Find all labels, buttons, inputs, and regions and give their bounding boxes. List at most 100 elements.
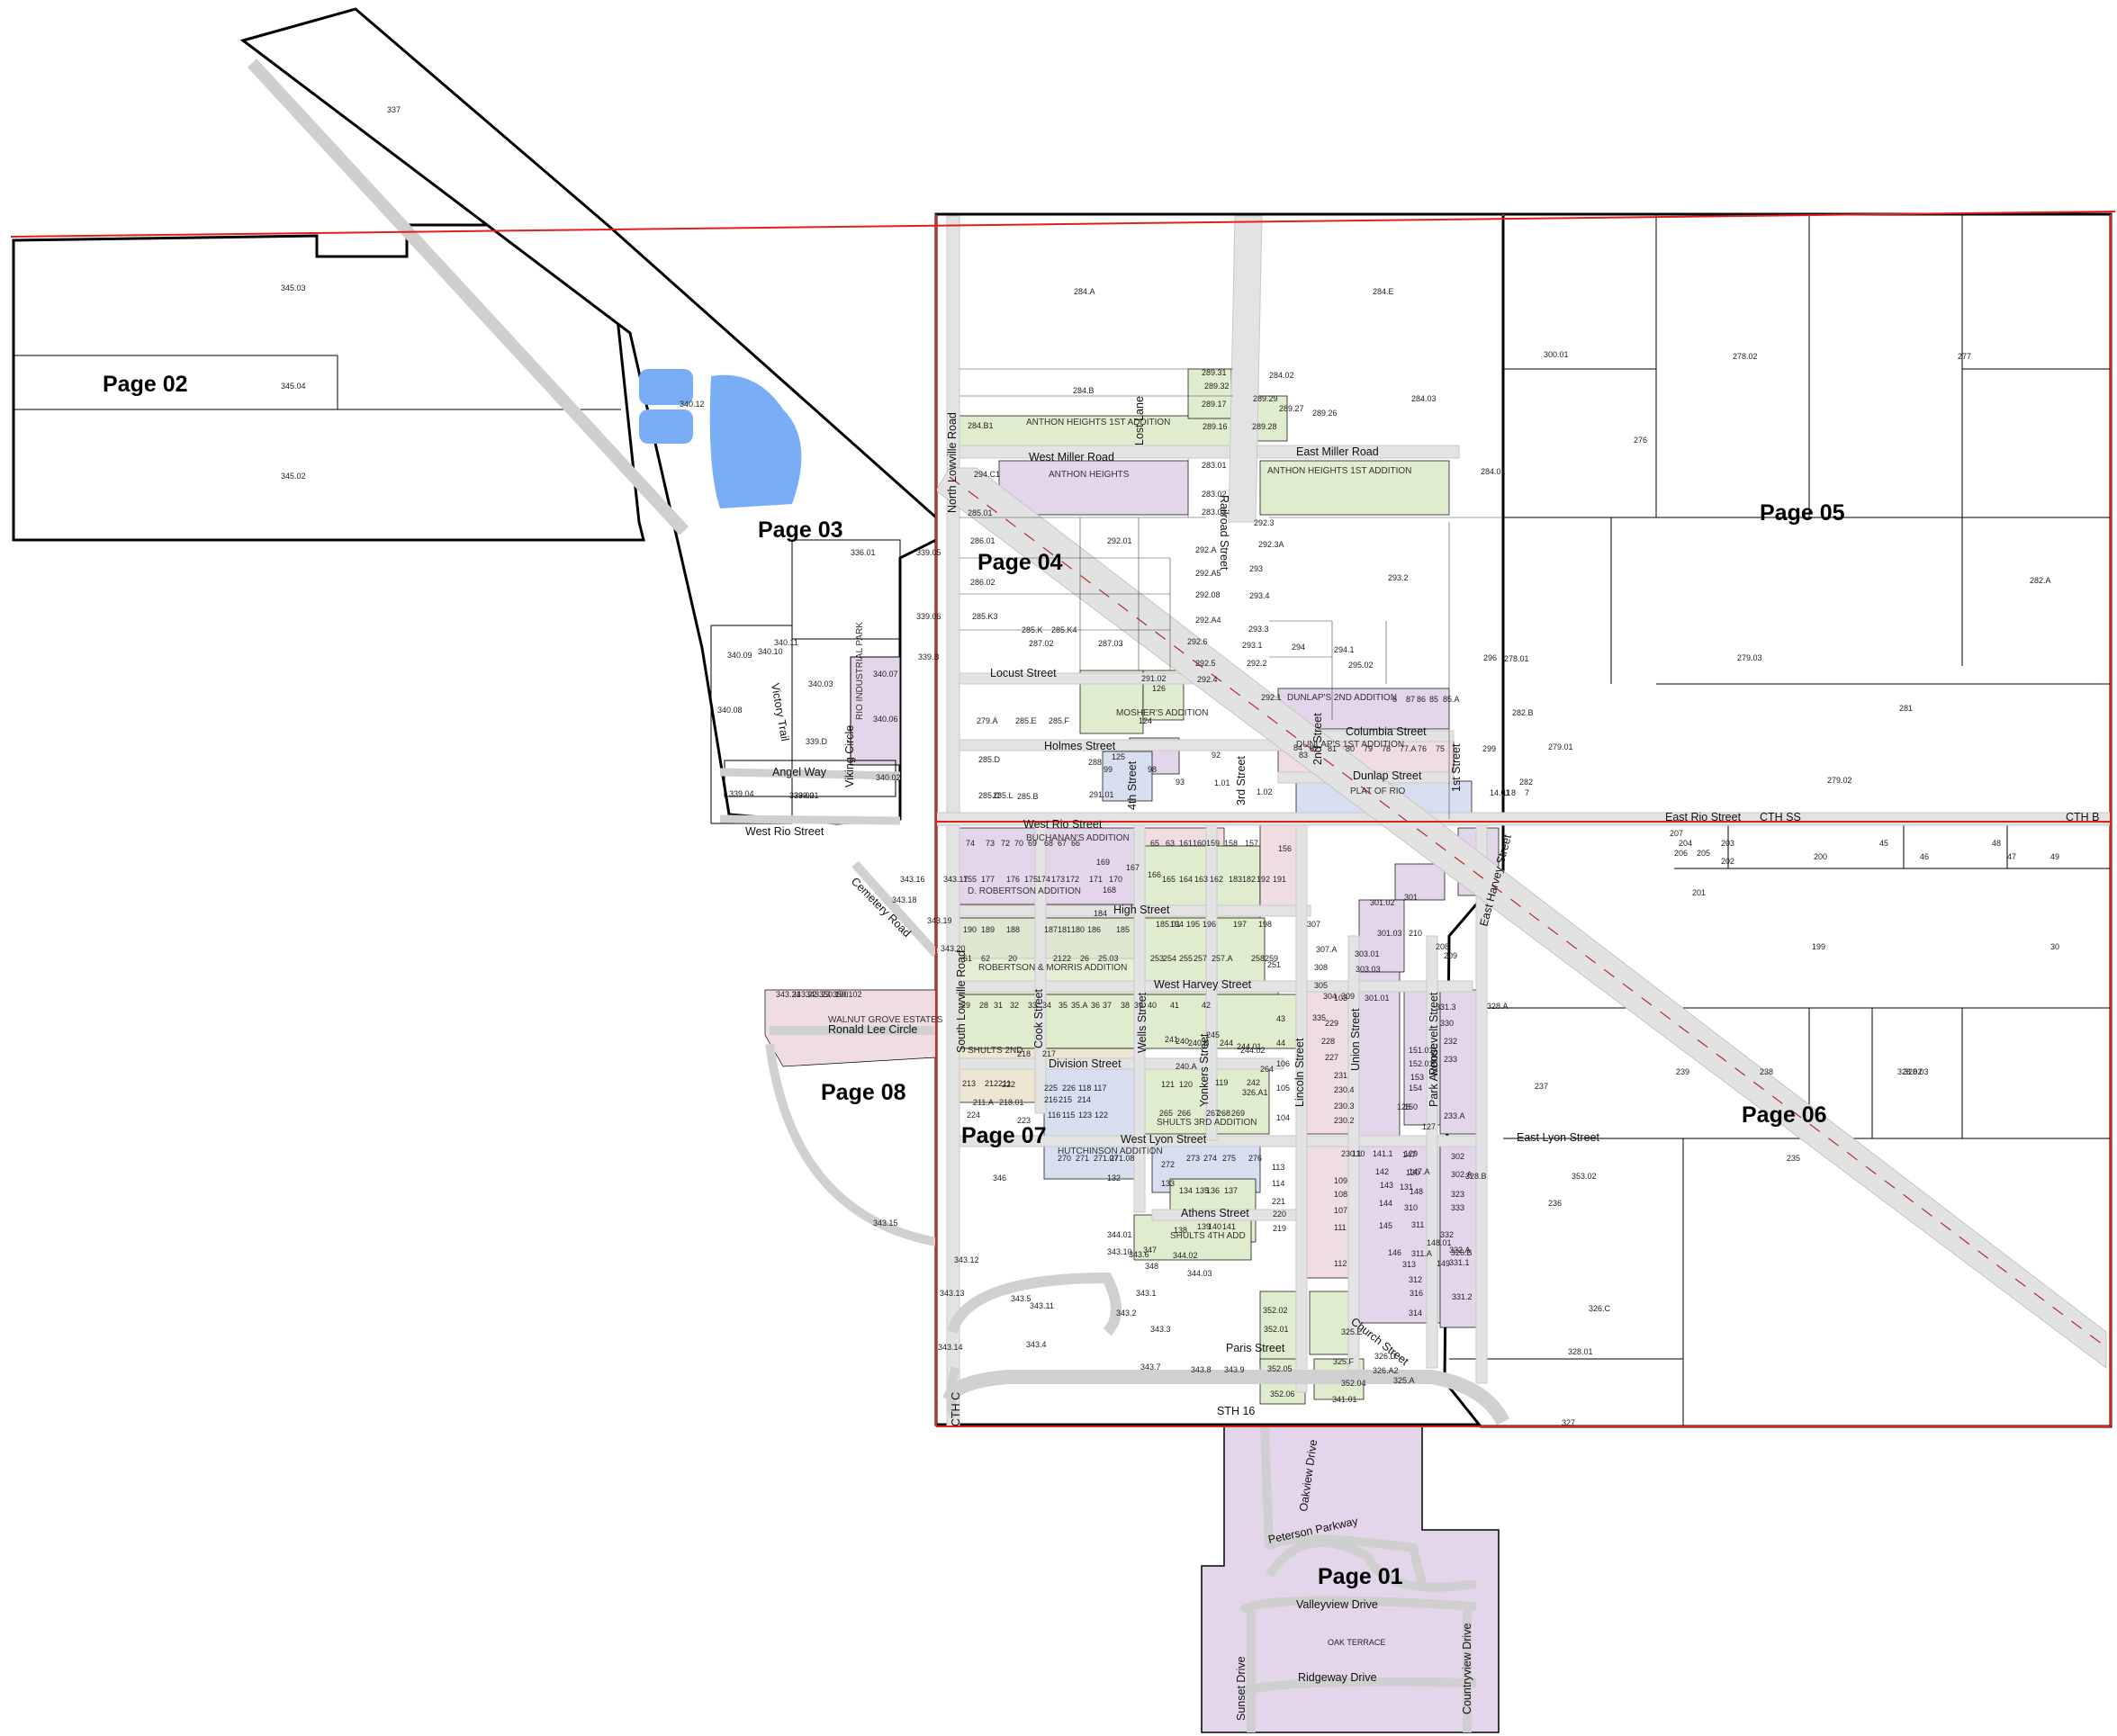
parcel-number: 353.02 [1572,1172,1597,1181]
parcel-number: 302.A [1451,1170,1473,1179]
parcel-number: 119 [1215,1078,1228,1087]
parcel-number: 177 [981,875,995,884]
parcel-number: 144 [1379,1199,1392,1208]
parcel-number: 348 [1145,1262,1158,1271]
parcel-number: 106 [1276,1059,1290,1068]
parcel-number: 129 [1404,1149,1418,1158]
parcel-number: 271.08 [1110,1154,1135,1163]
parcel-number: 350.100 [819,990,849,999]
parcel-number: 11 [1502,788,1510,797]
parcel-number: 344.01 [1107,1230,1132,1239]
parcel-number: 343.10 [1107,1247,1132,1256]
parcel-number: 241 [1165,1035,1178,1044]
parcel-number: 196 [1203,920,1216,929]
parcel-number: 332 [1440,1230,1454,1239]
parcel-number: 343.5 [1011,1294,1031,1303]
parcel-number: 220 [1273,1210,1286,1219]
parcel-number: 332.A [1449,1246,1471,1255]
street-label: West Lyon Street [1121,1133,1207,1146]
parcel-number: 343.4 [1026,1340,1047,1349]
parcel-number: 284.E [1373,287,1394,296]
parcel-number: 331.1 [1449,1258,1470,1267]
street-label: Locust Street [990,667,1057,679]
parcel-number: 73 [986,839,995,848]
parcel-number: 303.03 [1356,965,1381,974]
street-label: West Rio Street [745,825,824,838]
parcel-number: 184 [1094,909,1107,918]
parcel-number: 157 [1245,839,1258,848]
parcel-number: 230.4 [1334,1085,1355,1094]
parcel-number: 312 [1409,1275,1422,1284]
parcel-number: 228 [1321,1037,1335,1046]
street-label: Wells Street [1136,992,1149,1053]
parcel-number: 218 [1017,1049,1031,1058]
parcel-number: 77.A [1400,744,1417,753]
parcel-number: 281 [1899,704,1913,713]
parcel-number: 79 [1364,744,1373,753]
parcel-number: 300.01 [1544,350,1569,359]
parcel-number: 170 [1109,875,1122,884]
parcel-number: 182 [1242,875,1256,884]
parcel-number: 343.2 [1116,1309,1137,1318]
parcel-number: 276 [1248,1154,1262,1163]
parcel-number: 339.06 [916,612,941,621]
parcel-number: 336.01 [851,548,876,557]
parcel-number: 214 [1077,1095,1091,1104]
parcel-number: 326.B [1451,1248,1473,1257]
parcel-number: 253 [1150,954,1164,963]
parcel-number: 143 [1380,1181,1393,1190]
parcel-number: 340.10 [758,647,783,656]
parcel-number: 229 [1325,1019,1338,1028]
parcel-number: 301.01 [1365,994,1390,1003]
parcel-number: 8 [1511,788,1516,797]
street-label: Union Street [1349,1008,1362,1071]
parcel-number: 292.5 [1195,659,1216,668]
parcel-number: 98 [1148,765,1157,774]
parcel-number: 105 [1276,1084,1290,1093]
parcel-number: 308 [1314,963,1328,972]
parcel-number: 343.12 [954,1255,979,1264]
parcel-number: 257 [1194,954,1207,963]
parcel-number: 31 [994,1001,1003,1010]
street-label: Division Street [1049,1057,1122,1070]
parcel-number: 45 [1879,839,1888,848]
parcel-number: 340.03 [808,679,833,688]
parcel-number: 127 [1422,1122,1436,1131]
addition-label: PLAT OF RIO [1350,787,1406,796]
parcel-number: 115 [1062,1111,1075,1120]
parcel-number: 142 [1375,1167,1389,1176]
parcel-number: 331.3 [1436,1003,1456,1012]
parcel-number: 345.03 [281,283,306,292]
parcel-number: 213 [962,1079,976,1088]
parcel-number: 155 [963,875,977,884]
parcel-number: 20 [1008,954,1017,963]
parcel-number: 227 [1325,1053,1338,1062]
parcel-number: 221 [1272,1197,1285,1206]
street-label: East Lyon Street [1517,1131,1599,1144]
street-label: Paris Street [1226,1342,1285,1354]
parcel-number: 48 [1992,839,2001,848]
parcel-number: 284.B1 [968,421,994,430]
parcel-number: 295.02 [1348,661,1374,670]
parcel-number: 302 [1451,1152,1464,1161]
parcel-number: 343.13 [940,1289,965,1298]
parcel-number: 21 [1053,954,1062,963]
parcel-number: 132 [1107,1174,1121,1183]
parcel-number: 316 [1410,1289,1423,1298]
parcel-number: 84 [1293,743,1302,752]
addition-label: DUNLAP'S 2ND ADDITION [1287,693,1397,703]
parcel-number: 30 [2050,942,2059,951]
parcel-number: 289.28 [1252,422,1277,431]
parcel-number: 183 [1229,875,1242,884]
parcel-number: 305 [1314,981,1328,990]
parcel-number: 107 [1334,1206,1347,1215]
parcel-number: 148 [1410,1187,1423,1196]
parcel-number: 340.12 [680,400,705,409]
parcel-number: 47 [2007,852,2016,861]
parcel-number: 81 [1328,744,1337,753]
parcel-number: 171 [1089,875,1103,884]
street-label: South Lowville Road [955,950,968,1053]
parcel-number: 323 [1451,1190,1464,1199]
parcel-number: 343.20 [941,944,966,953]
street-label: West Harvey Street [1154,978,1252,991]
